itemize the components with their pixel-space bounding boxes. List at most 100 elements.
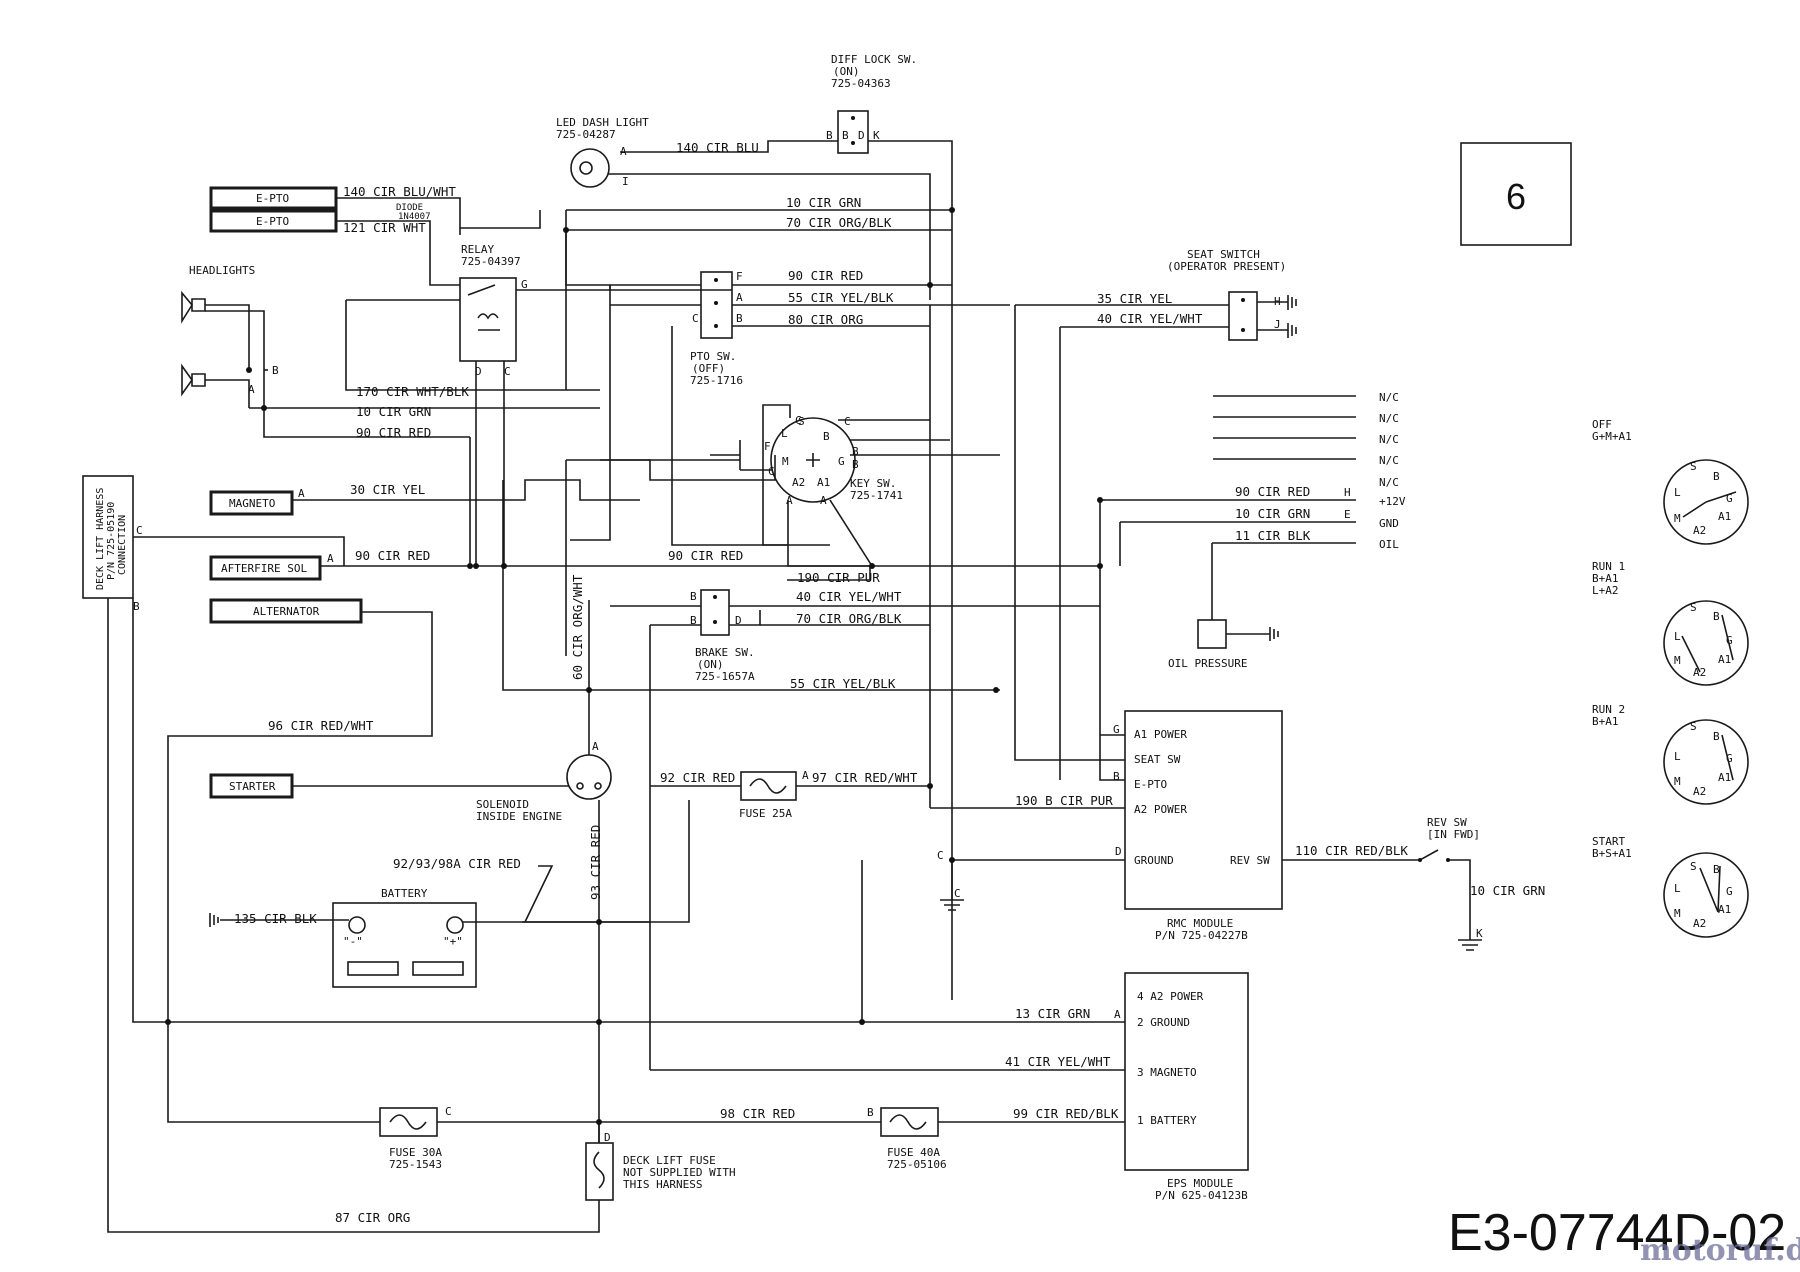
svg-text:(ON): (ON)	[697, 658, 724, 671]
e-pto-2: E-PTO	[209, 209, 338, 233]
deck-lift-fuse: D DECK LIFT FUSE NOT SUPPLIED WITH THIS …	[585, 1131, 736, 1201]
svg-text:M: M	[1674, 654, 1681, 667]
svg-text:THIS HARNESS: THIS HARNESS	[623, 1178, 702, 1191]
svg-text:A: A	[820, 494, 827, 507]
svg-text:(ON): (ON)	[833, 65, 860, 78]
svg-text:A2: A2	[1693, 524, 1706, 537]
svg-text:B: B	[823, 430, 830, 443]
svg-text:B: B	[690, 590, 697, 603]
svg-text:RELAY: RELAY	[461, 243, 494, 256]
svg-text:1 BATTERY: 1 BATTERY	[1137, 1114, 1197, 1127]
svg-text:10 CIR GRN: 10 CIR GRN	[1470, 883, 1545, 898]
svg-text:OFF: OFF	[1592, 418, 1612, 431]
svg-text:REV SW: REV SW	[1427, 816, 1467, 829]
svg-text:B+A1: B+A1	[1592, 715, 1619, 728]
deck-lift-harness: DECK LIFT HARNESS P/N 725-05190 CONNECTI…	[82, 475, 143, 613]
svg-text:725-04363: 725-04363	[831, 77, 891, 90]
svg-text:BRAKE SW.: BRAKE SW.	[695, 646, 755, 659]
svg-text:A2: A2	[1693, 917, 1706, 930]
watermark: motoruf.de	[1640, 1233, 1800, 1268]
svg-text:A: A	[802, 769, 809, 782]
svg-text:S: S	[1690, 460, 1697, 473]
svg-text:A2 POWER: A2 POWER	[1134, 803, 1187, 816]
svg-text:140 CIR BLU/WHT: 140 CIR BLU/WHT	[343, 184, 456, 199]
rev-switch: REV SW [IN FWD] K	[1282, 816, 1483, 951]
svg-text:SEAT SWITCH: SEAT SWITCH	[1187, 248, 1260, 261]
svg-text:C: C	[795, 414, 802, 427]
svg-text:87 CIR ORG: 87 CIR ORG	[335, 1210, 410, 1225]
svg-text:N/C: N/C	[1379, 412, 1399, 425]
svg-text:PTO SW.: PTO SW.	[690, 350, 736, 363]
svg-text:11 CIR BLK: 11 CIR BLK	[1235, 528, 1311, 543]
svg-text:L: L	[781, 427, 788, 440]
svg-text:E-PTO: E-PTO	[1134, 778, 1167, 791]
afterfire-solenoid: AFTERFIRE SOL A	[209, 552, 334, 581]
svg-text:97 CIR RED/WHT: 97 CIR RED/WHT	[812, 770, 918, 785]
svg-text:92/93/98A CIR RED: 92/93/98A CIR RED	[393, 856, 521, 871]
svg-text:A1: A1	[1718, 653, 1731, 666]
eps-module: 4 A2 POWER 2 GROUND 3 MAGNETO 1 BATTERY …	[1114, 972, 1249, 1202]
svg-text:S: S	[1690, 860, 1697, 873]
battery: BATTERY "-""+"	[332, 887, 477, 988]
svg-text:13 CIR GRN: 13 CIR GRN	[1015, 1006, 1090, 1021]
svg-text:10 CIR GRN: 10 CIR GRN	[786, 195, 861, 210]
svg-text:P/N 625-04123B: P/N 625-04123B	[1155, 1189, 1248, 1202]
svg-text:L: L	[1674, 882, 1681, 895]
svg-text:10 CIR GRN: 10 CIR GRN	[356, 404, 431, 419]
svg-text:N/C: N/C	[1379, 476, 1399, 489]
svg-text:99 CIR RED/BLK: 99 CIR RED/BLK	[1013, 1106, 1119, 1121]
svg-text:B: B	[1713, 470, 1720, 483]
e-pto-1: E-PTO	[209, 186, 338, 210]
svg-text:C: C	[844, 415, 851, 428]
svg-text:A: A	[248, 383, 255, 396]
svg-text:SEAT SW: SEAT SW	[1134, 753, 1181, 766]
fuse-25a: A FUSE 25A	[739, 769, 809, 820]
svg-text:C: C	[937, 849, 944, 862]
svg-text:RUN 1: RUN 1	[1592, 560, 1625, 573]
svg-text:A: A	[786, 494, 793, 507]
svg-text:B+A1: B+A1	[1592, 572, 1619, 585]
svg-text:B: B	[852, 458, 859, 471]
svg-text:CONNECTION: CONNECTION	[117, 515, 128, 575]
svg-text:725-05106: 725-05106	[887, 1158, 947, 1171]
svg-text:B: B	[690, 614, 697, 627]
svg-text:K: K	[873, 129, 880, 142]
svg-text:L: L	[1674, 750, 1681, 763]
led-dash-light: LED DASH LIGHT 725-04287 AI	[556, 116, 649, 188]
svg-text:10 CIR GRN: 10 CIR GRN	[1235, 506, 1310, 521]
svg-text:90 CIR RED: 90 CIR RED	[788, 268, 863, 283]
svg-text:92 CIR RED: 92 CIR RED	[660, 770, 735, 785]
svg-text:B: B	[852, 445, 859, 458]
svg-text:C: C	[768, 465, 775, 478]
page-number: 6	[1506, 176, 1526, 217]
svg-text:G: G	[1726, 752, 1733, 765]
svg-text:N/C: N/C	[1379, 454, 1399, 467]
svg-text:RMC MODULE: RMC MODULE	[1167, 917, 1233, 930]
svg-text:L: L	[1674, 486, 1681, 499]
svg-text:A1: A1	[1718, 510, 1731, 523]
seat-switch: SEAT SWITCH (OPERATOR PRESENT) HJ	[1167, 248, 1297, 341]
svg-text:P/N 725-05190: P/N 725-05190	[106, 502, 117, 580]
svg-text:55 CIR YEL/BLK: 55 CIR YEL/BLK	[790, 676, 896, 691]
svg-text:B: B	[1113, 770, 1120, 783]
svg-text:LED DASH LIGHT: LED DASH LIGHT	[556, 116, 649, 129]
svg-text:93 CIR RED: 93 CIR RED	[588, 825, 603, 900]
alternator: ALTERNATOR	[209, 598, 363, 624]
svg-text:E-PTO: E-PTO	[256, 192, 289, 205]
svg-text:E: E	[1344, 508, 1351, 521]
svg-text:B: B	[826, 129, 833, 142]
svg-text:70 CIR ORG/BLK: 70 CIR ORG/BLK	[786, 215, 892, 230]
svg-text:DECK LIFT HARNESS: DECK LIFT HARNESS	[95, 488, 106, 590]
svg-text:B: B	[842, 129, 849, 142]
svg-text:725-04287: 725-04287	[556, 128, 616, 141]
svg-text:(OPERATOR PRESENT): (OPERATOR PRESENT)	[1167, 260, 1286, 273]
drawing-number: E3-07744D-02	[1448, 1204, 1786, 1262]
svg-text:140 CIR BLU: 140 CIR BLU	[676, 140, 759, 155]
fuse-40a: B FUSE 40A 725-05106	[867, 1106, 947, 1171]
svg-text:A: A	[1114, 1008, 1121, 1021]
junction-dots	[165, 207, 1103, 1125]
